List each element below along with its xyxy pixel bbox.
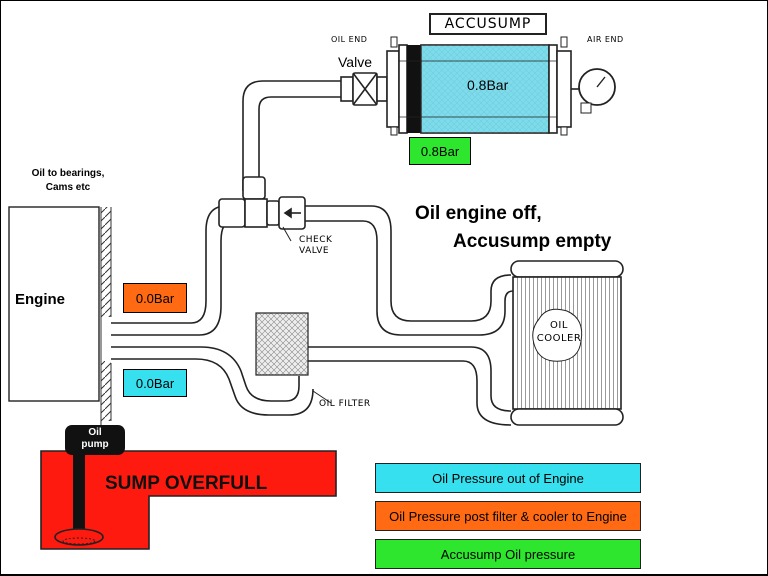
valve-label: Valve	[338, 54, 372, 70]
sump	[40, 425, 337, 550]
check-valve	[278, 196, 306, 242]
tee-fitting	[218, 176, 280, 228]
accusump-cylinder	[386, 36, 616, 136]
status-line-2: Accusump empty	[453, 231, 612, 252]
check-valve-label: CHECK VALVE	[299, 235, 333, 256]
legend-post-filter: Oil Pressure post filter & cooler to Eng…	[375, 501, 641, 531]
bearings-label: Oil to bearings, Cams etc	[31, 168, 105, 193]
oil-cooler-label: OIL COOLER	[536, 320, 582, 344]
accusump-valve	[340, 72, 388, 106]
legend-accusump: Accusump Oil pressure	[375, 539, 641, 569]
air-end-label: AIR END	[587, 35, 624, 44]
post-filter-pressure-tag: 0.0Bar	[123, 283, 187, 313]
sump-label: SUMP OVERFULL	[105, 473, 268, 494]
accusump-internal-pressure: 0.8Bar	[467, 77, 509, 93]
accusump-title: ACCUSUMP	[429, 13, 547, 35]
engine-out-pressure-tag: 0.0Bar	[123, 369, 187, 397]
oil-lines	[111, 80, 514, 426]
engine-label: Engine	[15, 291, 66, 308]
accusump-pressure-tag: 0.8Bar	[409, 137, 471, 165]
engine-block	[8, 206, 112, 429]
oil-cooler	[510, 260, 624, 426]
oil-pump-label: Oil pump	[81, 427, 109, 450]
oil-end-label: OIL END	[331, 35, 368, 44]
legend-engine-out: Oil Pressure out of Engine	[375, 463, 641, 493]
status-line-1: Oil engine off,	[415, 203, 542, 224]
oil-filter	[255, 312, 332, 404]
oil-filter-label: OIL FILTER	[319, 399, 371, 409]
